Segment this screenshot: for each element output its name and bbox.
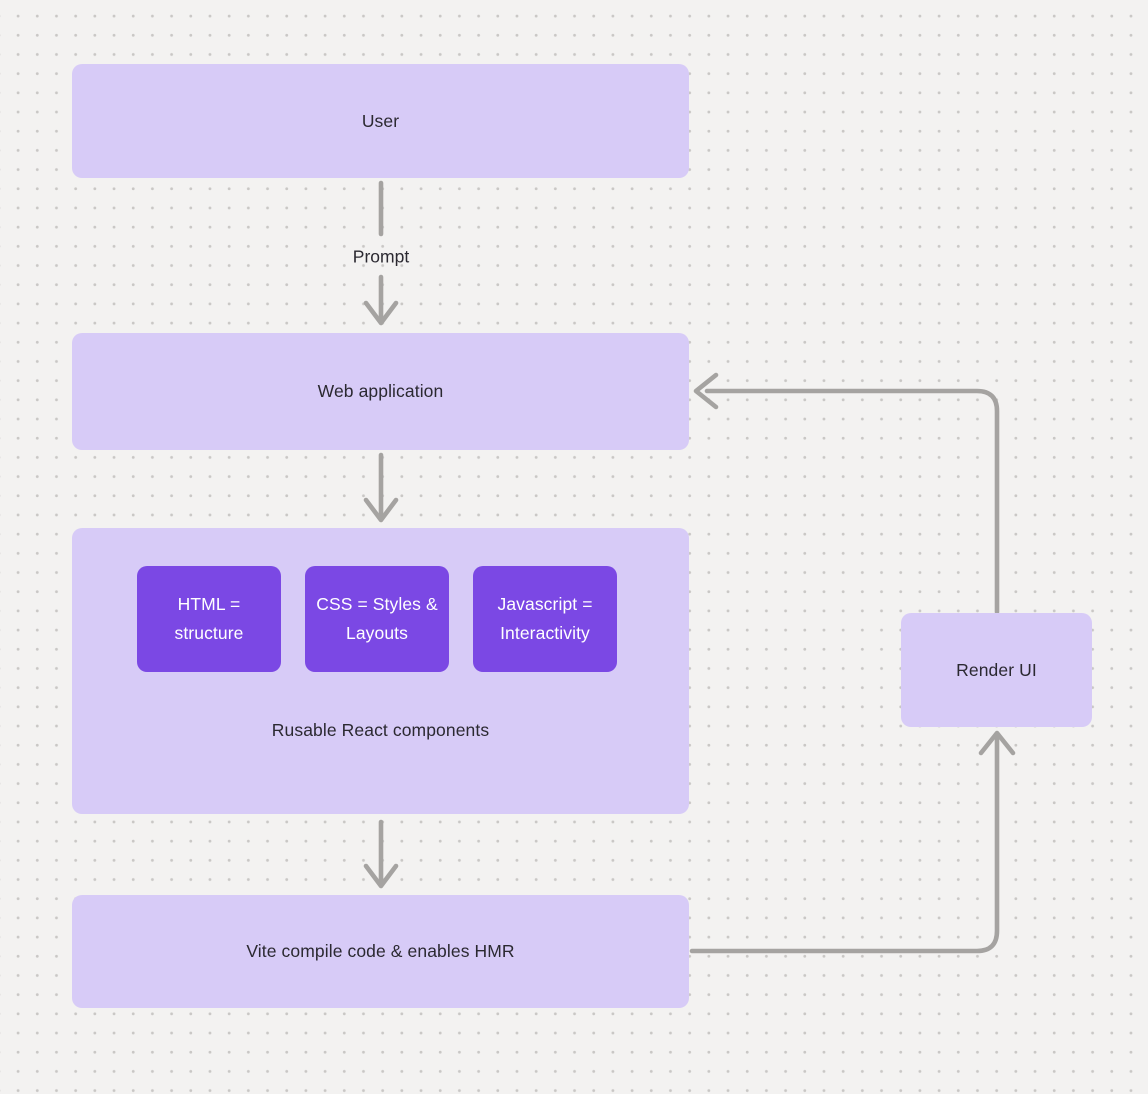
node-html-chip-label: HTML = structure <box>174 594 244 643</box>
arrowhead-down-icon <box>363 300 399 326</box>
node-css-chip-label: CSS = Styles & Layouts <box>316 594 438 643</box>
node-javascript-chip-label: Javascript = Interactivity <box>497 594 593 643</box>
node-render-ui-label: Render UI <box>956 659 1037 680</box>
arrowhead-down-icon <box>363 497 399 523</box>
arrowhead-left-icon <box>693 372 719 410</box>
node-web-application[interactable]: Web application <box>72 333 689 450</box>
node-vite-label: Vite compile code & enables HMR <box>246 941 515 961</box>
node-render-ui[interactable]: Render UI <box>901 613 1092 727</box>
arrowhead-down-icon <box>363 863 399 889</box>
node-css-chip[interactable]: CSS = Styles & Layouts <box>305 566 449 672</box>
node-web-application-label: Web application <box>317 381 444 401</box>
components-group-caption: Rusable React components <box>271 720 490 740</box>
arrowhead-up-icon <box>978 730 1016 756</box>
node-html-chip[interactable]: HTML = structure <box>137 566 281 672</box>
node-vite[interactable]: Vite compile code & enables HMR <box>72 895 689 1008</box>
edge-renderui-to-webapp <box>704 388 1000 615</box>
node-components-group[interactable]: HTML = structure CSS = Styles & Layouts … <box>72 528 689 814</box>
node-user[interactable]: User <box>72 64 689 178</box>
edge-vite-to-renderui <box>689 733 1000 954</box>
edge-label-prompt: Prompt <box>352 246 410 267</box>
node-javascript-chip[interactable]: Javascript = Interactivity <box>473 566 617 672</box>
node-user-label: User <box>361 110 400 131</box>
